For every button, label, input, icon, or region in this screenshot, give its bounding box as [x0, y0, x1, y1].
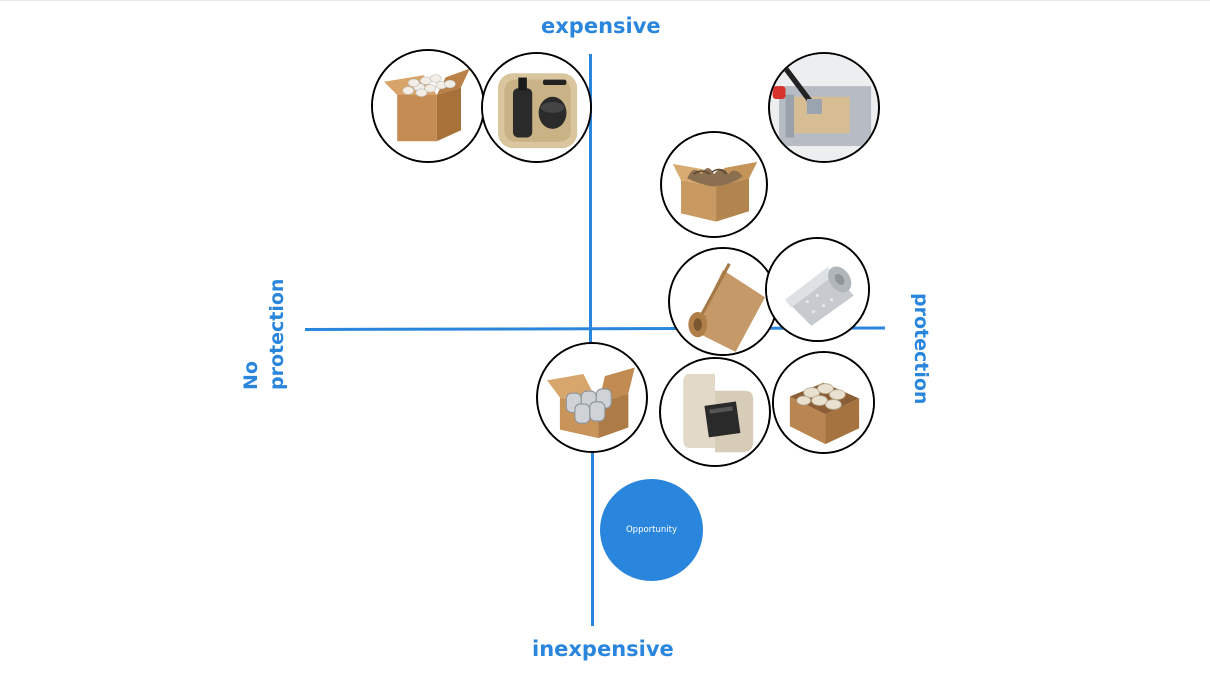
vertical-axis-bottom [591, 440, 594, 626]
paper-cushion-fill-box-image [772, 351, 875, 454]
box-with-packing-peanuts-image [371, 49, 485, 163]
crinkle-paper-fill-box-image [660, 131, 768, 238]
kraft-paper-roll-image [668, 247, 778, 356]
opportunity-label: Opportunity [625, 525, 677, 535]
air-pillow-box-image [536, 342, 648, 453]
molded-pulp-tray-image [481, 52, 592, 163]
axis-label-protection: protection [904, 293, 944, 405]
axis-label-inexpensive: inexpensive [532, 637, 674, 661]
top-border [0, 0, 1210, 1]
axis-label-expensive: expensive [541, 14, 661, 38]
axis-label-protection-text: protection [910, 293, 932, 405]
opportunity-bubble: Opportunity [600, 479, 703, 581]
automated-foam-packing-image [768, 52, 880, 163]
axis-label-protection-line: protection [266, 278, 288, 390]
bubble-wrap-roll-image [765, 237, 870, 342]
axis-label-no-line: No [240, 361, 262, 390]
vertical-axis-top [589, 54, 592, 344]
axis-label-no-protection: No protection [238, 278, 298, 390]
molded-pulp-insert-image [659, 357, 771, 467]
